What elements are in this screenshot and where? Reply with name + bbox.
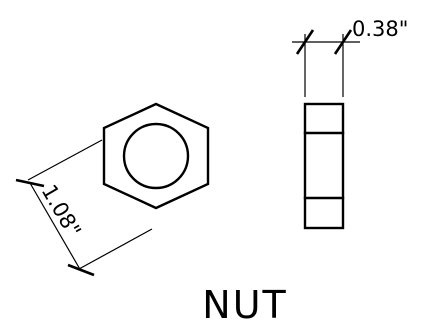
- hexagon-outline: [102, 102, 210, 210]
- dimension-line-width: [29, 182, 82, 272]
- tick-mark-left: [295, 29, 315, 55]
- tick-mark-top: [15, 178, 45, 188]
- thickness-dimension-text: 0.38": [352, 17, 408, 41]
- thickness-dimension: 0.38": [292, 17, 408, 97]
- tick-mark-right: [333, 29, 353, 55]
- extension-line-top: [27, 139, 103, 181]
- tick-mark-bottom: [67, 263, 95, 277]
- drawing-title: NUT: [202, 283, 287, 326]
- side-outline: [303, 102, 345, 230]
- front-view: [102, 102, 210, 210]
- side-view: [303, 102, 345, 230]
- width-dimension-text: 1.08": [37, 181, 86, 242]
- width-dimension: 1.08": [15, 139, 153, 277]
- extension-line-bottom: [78, 228, 153, 270]
- bore-circle: [122, 122, 190, 190]
